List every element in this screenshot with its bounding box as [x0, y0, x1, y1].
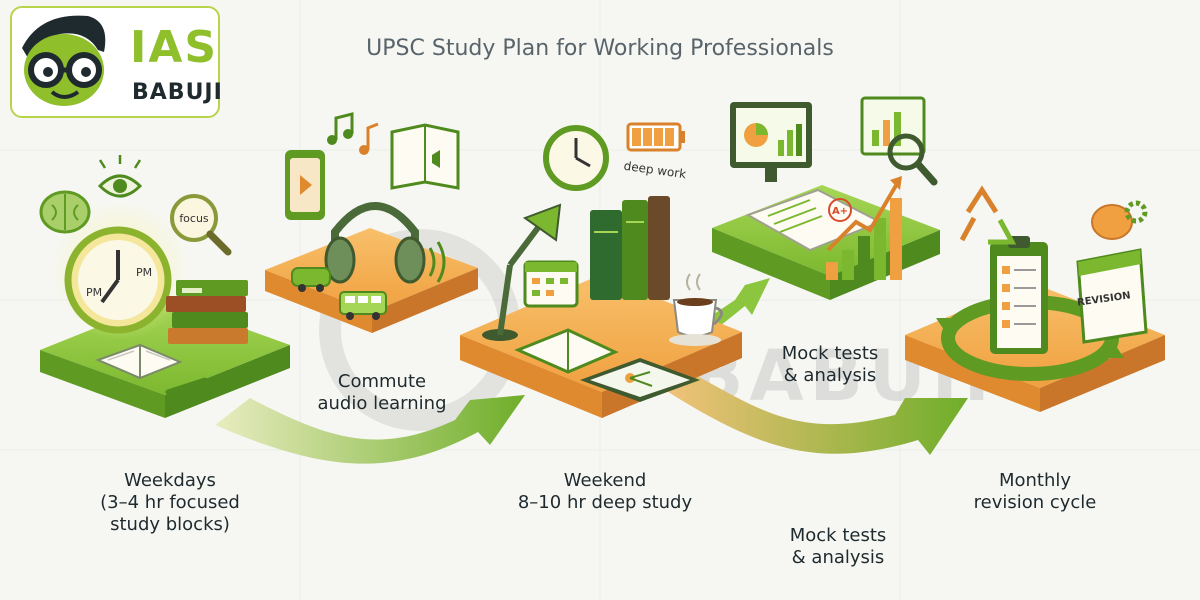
zoom-chart-icon — [860, 96, 938, 186]
magnifier-icon: focus — [170, 194, 232, 256]
desk-lamp-icon — [482, 203, 562, 341]
brain-icon — [39, 190, 91, 234]
page-title: UPSC Study Plan for Working Professional… — [366, 36, 834, 61]
mind-map-tablet-icon — [580, 358, 700, 402]
clock-icon: PM PM — [64, 226, 172, 334]
focus-label: focus — [179, 212, 209, 225]
bar-chart-icon — [826, 176, 902, 280]
label-weekend: Weekend 8–10 hr deep study — [490, 470, 720, 514]
label-mock-top-line2: & analysis — [783, 365, 877, 386]
logo-text-babuji: BABUJI — [132, 80, 223, 105]
speaker-book-icon — [390, 123, 460, 190]
logo-mascot-front — [22, 15, 106, 106]
label-commute-line2: audio learning — [317, 393, 447, 414]
sound-waves-icon — [428, 241, 446, 283]
recycle-icon — [959, 185, 1017, 245]
eye-icon — [97, 155, 143, 198]
open-book-icon — [95, 343, 183, 380]
book-stack-icon — [590, 196, 670, 300]
logo-text-ias: IAS — [130, 22, 219, 73]
bus-icon — [339, 291, 387, 320]
clock-pm-left: PM — [86, 286, 102, 299]
label-weekdays-line3: study blocks) — [110, 514, 230, 535]
label-monthly-line1: Monthly — [998, 470, 1072, 491]
pencil-icon — [165, 377, 208, 395]
label-commute: Commute audio learning — [292, 371, 472, 415]
label-weekend-line2: 8–10 hr deep study — [517, 492, 693, 513]
music-notes-icon — [327, 112, 379, 155]
label-weekdays-line2: (3–4 hr focused — [100, 492, 240, 513]
brain-gear-icon — [1091, 200, 1148, 240]
tablet-play-icon — [285, 150, 325, 220]
label-mock-top-line1: Mock tests — [781, 343, 879, 364]
label-monthly-line2: revision cycle — [973, 492, 1097, 513]
label-weekdays-line1: Weekdays — [124, 470, 216, 491]
label-mock-tests-bottom: Mock tests & analysis — [768, 525, 908, 569]
revision-calendar-icon: REVISION — [1076, 248, 1148, 344]
label-mock-bottom-line1: Mock tests — [789, 525, 887, 546]
monitor-chart-icon — [730, 102, 812, 182]
label-monthly: Monthly revision cycle — [955, 470, 1115, 514]
battery-icon: deep work — [623, 122, 687, 181]
coffee-cup-icon — [669, 273, 723, 346]
label-weekdays: Weekdays (3–4 hr focused study blocks) — [60, 470, 280, 536]
label-weekend-line1: Weekend — [563, 470, 647, 491]
label-mock-tests-top: Mock tests & analysis — [760, 343, 900, 387]
label-commute-line1: Commute — [337, 371, 427, 392]
arrow-weekend-to-monthly — [665, 372, 968, 455]
calendar-icon — [523, 260, 579, 308]
open-book-icon — [514, 328, 619, 374]
car-icon — [291, 267, 331, 292]
checklist-clipboard-icon — [990, 236, 1048, 354]
platform-commute — [265, 228, 478, 333]
grade-label: A+ — [832, 206, 848, 217]
arrow-weekdays-to-weekend — [215, 395, 525, 464]
clock-pm-right: PM — [136, 266, 152, 279]
wall-clock-icon — [543, 125, 609, 191]
headphones-icon — [324, 202, 426, 284]
label-mock-bottom-line2: & analysis — [791, 547, 885, 568]
book-stack-icon — [166, 280, 248, 344]
